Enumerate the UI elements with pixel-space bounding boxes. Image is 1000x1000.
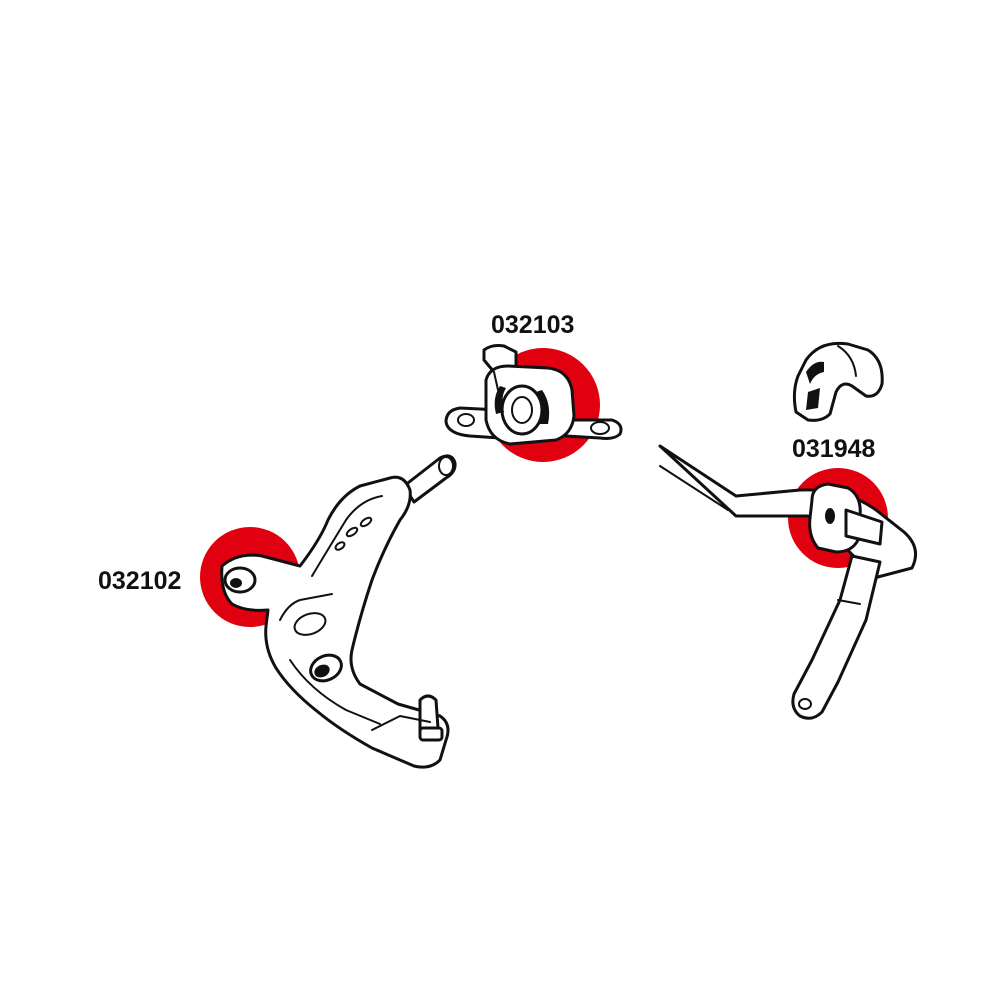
rear-mount-bracket-drawing (444, 344, 623, 462)
lower-control-arm-drawing (200, 454, 457, 769)
part-number-032102: 032102 (98, 567, 181, 595)
anti-roll-bar-drawing (658, 341, 918, 720)
part-number-032103: 032103 (491, 311, 574, 339)
part-number-031948: 031948 (792, 435, 876, 463)
